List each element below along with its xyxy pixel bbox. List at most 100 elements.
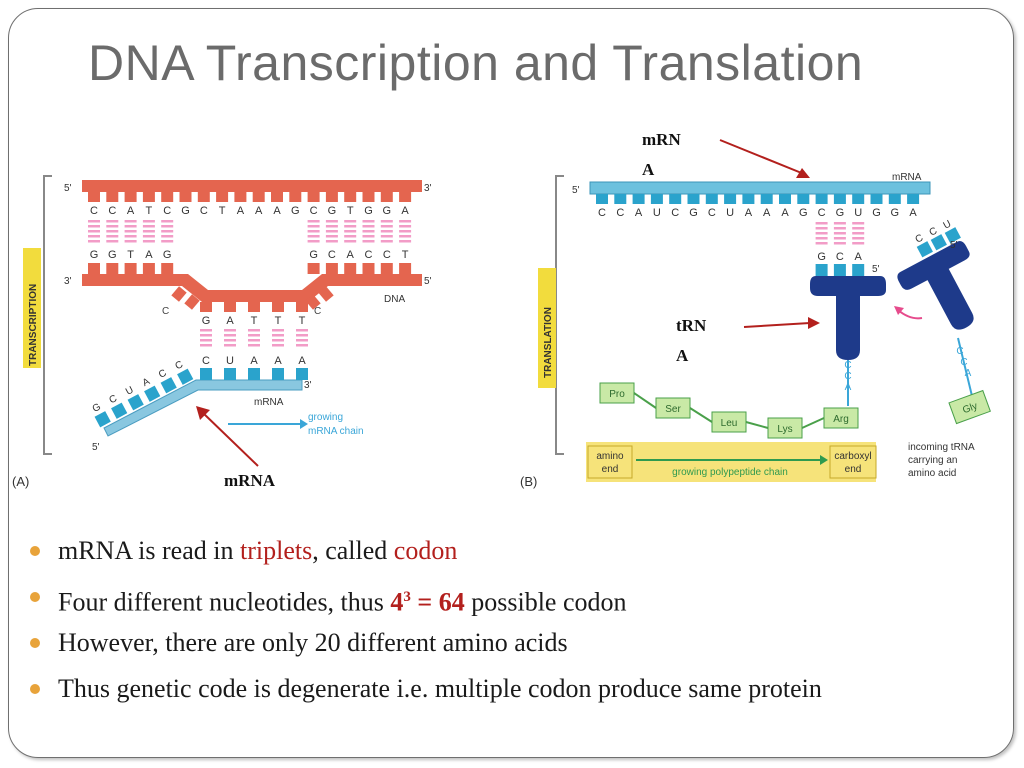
dna-top-base-letter: G [328, 205, 337, 217]
anticodon-letter: C [836, 251, 844, 263]
dna-base-tooth [124, 263, 137, 274]
dna-bottom-base-letter: T [402, 249, 409, 261]
anticodon-letter: A [855, 251, 863, 263]
b-mrna-tooth [870, 194, 883, 204]
translation-side-label: TRANSLATION [543, 307, 554, 378]
incoming-cca-letter: C [956, 346, 963, 357]
dna-top-base-letter: A [237, 205, 245, 217]
hydrogen-bond [325, 230, 338, 233]
hydrogen-bond [362, 240, 375, 243]
dna-bottom-base-letter: T [127, 249, 134, 261]
bullet-text: However, there are only 20 different ami… [58, 628, 568, 657]
b-mrna-strand [589, 181, 931, 195]
mrna-base-letter: A [141, 376, 152, 389]
b-mrna-base-letter: A [909, 207, 917, 219]
dna-bottom-base-letter: A [145, 249, 153, 261]
hydrogen-bond [106, 235, 119, 238]
hydrogen-bond [272, 334, 284, 337]
hydrogen-bond [380, 235, 393, 238]
hydrogen-bond [296, 344, 308, 347]
hydrogen-bond [200, 329, 212, 332]
bullet-dot [30, 546, 40, 556]
mrna-angled-base: G [91, 401, 111, 428]
incoming-anticodon-tooth [916, 241, 933, 258]
dna-top-base-letter: G [383, 205, 392, 217]
dna-bubble-tooth [305, 294, 321, 310]
dna-base-tooth [88, 263, 100, 274]
b-mrna-tooth [815, 194, 828, 204]
hydrogen-bond [307, 235, 320, 238]
incoming-5-label: 5' [950, 240, 958, 251]
b-mrna-tooth [650, 194, 663, 204]
incoming-trna-label-2: carrying an [908, 455, 957, 466]
dna-base-tooth [142, 263, 155, 274]
amino-end-label-1: amino [596, 451, 624, 462]
dna-base-tooth [362, 192, 375, 202]
hydrogen-bond [380, 220, 393, 223]
peptide-bond [745, 421, 769, 429]
codon-bond [815, 237, 828, 240]
template-base-letter: T [275, 315, 282, 327]
b-mrna-tooth [760, 194, 773, 204]
transcription-label-box [23, 248, 41, 368]
amino-end-box [587, 445, 633, 479]
hydrogen-bond [161, 230, 174, 233]
math-result: = 64 [410, 587, 465, 617]
b-mrna-tooth [833, 194, 846, 204]
dna-top-base-letter: C [200, 205, 208, 217]
b-mrna-base-letter: U [653, 207, 661, 219]
mrna-base-tooth [248, 368, 260, 380]
b-mrna-base-letter: C [708, 207, 716, 219]
dna-base-tooth [399, 192, 412, 202]
dna-side-c-left: C [162, 306, 169, 317]
carboxyl-end-label-2: end [845, 464, 862, 475]
hydrogen-bond [161, 220, 174, 223]
mrna-angled-base: C [157, 368, 177, 394]
b-mrna-base-letter: A [763, 207, 771, 219]
mrna-base-letter: A [274, 355, 282, 367]
mrna-base-tooth [94, 411, 111, 428]
mrna-top-annotation-1: mRN [642, 130, 681, 149]
slide-title: DNA Transcription and Translation [88, 35, 864, 91]
mrna-angled-base: U [124, 385, 144, 411]
anticodon-letter: G [817, 251, 826, 263]
dna-base-tooth [106, 192, 119, 202]
dna-base-tooth [307, 192, 320, 202]
incoming-anticodon-letter: U [942, 219, 954, 232]
hydrogen-bond [272, 344, 284, 347]
hydrogen-bond [106, 240, 119, 243]
dna-base-tooth [234, 192, 247, 202]
panel-a-label: (A) [12, 474, 29, 489]
hydrogen-bond [200, 339, 212, 342]
hydrogen-bond [296, 329, 308, 332]
hydrogen-bond [142, 230, 155, 233]
mrna-label: mRNA [254, 397, 284, 408]
mrna-angled-base: A [141, 376, 161, 402]
b-mrna-base-letter: G [689, 207, 698, 219]
translation-bracket [555, 175, 564, 455]
b-mrna-base-letter: G [872, 207, 881, 219]
incoming-anticodon-base: C [914, 233, 933, 258]
hydrogen-bond [325, 220, 338, 223]
template-tooth [296, 302, 308, 312]
b-mrna-tooth [596, 194, 608, 204]
mrna-bottom-annotation: mRNA [224, 471, 275, 490]
dna-top-base-letter: A [273, 205, 281, 217]
carboxyl-end-label-1: carboxyl [834, 451, 871, 462]
carboxyl-end-box [829, 445, 877, 479]
hydrogen-bond [380, 240, 393, 243]
bullet-list: mRNA is read in triplets, called codon F… [30, 534, 822, 718]
dna-top-base-letter: G [181, 205, 190, 217]
dna-top-base-letter: C [310, 205, 318, 217]
growing-label-2: mRNA chain [308, 426, 364, 437]
hydrogen-bond [344, 235, 357, 238]
hydrogen-bond [142, 225, 155, 228]
b-mrna-tooth [888, 194, 901, 204]
hydrogen-bond [399, 240, 412, 243]
